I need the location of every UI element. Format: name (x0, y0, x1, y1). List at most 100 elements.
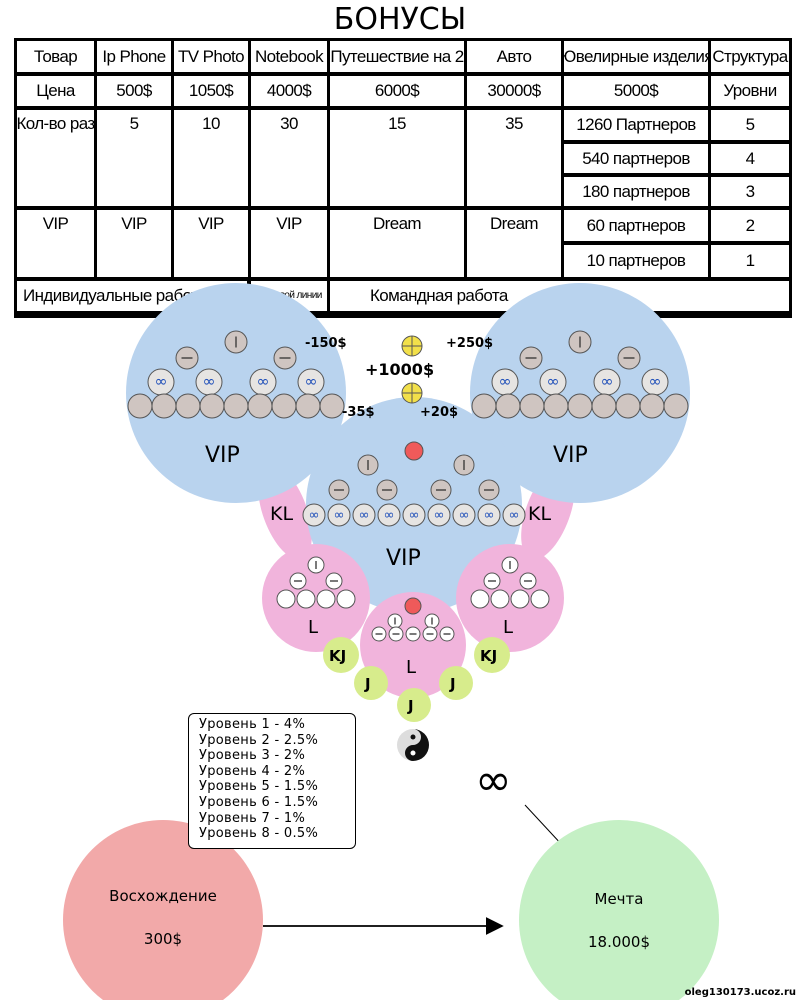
partners-cell: 180 партнеров (564, 177, 708, 206)
level-row: Уровень 1 - 4% (199, 717, 306, 732)
infinity-member-icon: ∞ (539, 368, 567, 396)
status-cell: Dream (467, 210, 561, 277)
minus-member-icon (388, 626, 404, 642)
bonus-minus150: -150$ (305, 336, 347, 351)
vip-circle-right (470, 283, 690, 503)
infinity-member-icon: ∞ (477, 503, 501, 527)
svg-text:∞: ∞ (257, 373, 270, 391)
bonus-minus35: -35$ (342, 405, 375, 420)
line-member-icon (357, 454, 379, 476)
line-member-icon (501, 556, 519, 574)
svg-text:∞: ∞ (359, 508, 370, 523)
price-cell: Цена (17, 76, 94, 106)
j-circle-right (439, 666, 473, 700)
level-cell: 4 (711, 144, 789, 173)
times-cell: 35 (467, 110, 561, 206)
member-icon (199, 393, 225, 419)
status-cell: VIP (174, 210, 248, 277)
level-cell: 5 (711, 110, 789, 140)
l-circle-right (456, 544, 564, 652)
minus-member-icon (175, 346, 199, 370)
site-watermark: oleg130173.ucoz.ru (684, 987, 796, 998)
times-cell: 5 (97, 110, 171, 206)
svg-text:∞: ∞ (203, 373, 216, 391)
member-icon (247, 393, 273, 419)
times-cell: 10 (174, 110, 248, 206)
member-icon (615, 393, 641, 419)
times-cell: 30 (251, 110, 327, 206)
minus-member-icon (439, 626, 455, 642)
infinity-member-icon: ∞ (297, 368, 325, 396)
yin-yang-icon (397, 729, 429, 761)
ascent-value: 300$ (143, 930, 183, 948)
member-icon (490, 589, 510, 609)
member-icon (404, 441, 424, 461)
minus-member-icon (328, 479, 350, 501)
bonus-plus250: +250$ (446, 336, 493, 351)
svg-text:∞: ∞ (334, 508, 345, 523)
member-icon (471, 393, 497, 419)
partners-cell: 540 партнеров (564, 144, 708, 173)
svg-text:∞: ∞ (601, 373, 614, 391)
minus-member-icon (478, 479, 500, 501)
price-cell: 1050$ (174, 76, 248, 106)
member-icon (567, 393, 593, 419)
member-icon (591, 393, 617, 419)
l-label-left: L (308, 617, 318, 638)
partners-cell: 60 партнеров (564, 210, 708, 241)
svg-text:∞: ∞ (155, 373, 168, 391)
j-label-bottom: J (407, 697, 414, 715)
price-cell: 500$ (97, 76, 171, 106)
status-cell: Dream (330, 210, 464, 277)
vip-label-right: VIP (553, 443, 588, 468)
line-member-icon (453, 454, 475, 476)
level-cell: 1 (711, 245, 789, 277)
header-cell: Ip Phone (97, 41, 171, 72)
status-cell: VIP (251, 210, 327, 277)
l-circle-left (262, 544, 370, 652)
minus-member-icon (371, 626, 387, 642)
j-label-left: J (364, 675, 371, 693)
member-icon (470, 589, 490, 609)
level-cell: 2 (711, 210, 789, 241)
header-cell: Путешествие на 2 (330, 41, 464, 72)
svg-text:∞: ∞ (509, 508, 520, 523)
member-icon (271, 393, 297, 419)
infinity-member-icon: ∞ (452, 503, 476, 527)
vip-circle-left (126, 283, 346, 503)
svg-text:∞: ∞ (305, 373, 318, 391)
kj-label-right: KJ (480, 647, 497, 665)
price-cell: 4000$ (251, 76, 327, 106)
infinity-member-icon: ∞ (427, 503, 451, 527)
minus-member-icon (519, 346, 543, 370)
member-icon (519, 393, 545, 419)
header-cell: Структура (711, 41, 789, 72)
level-row: Уровень 8 - 0.5% (199, 826, 319, 842)
member-icon (510, 589, 530, 609)
line-member-icon (387, 613, 403, 629)
svg-text:∞: ∞ (384, 508, 395, 523)
l-members (276, 556, 550, 642)
member-icon (319, 393, 345, 419)
price-cell: Уровни (711, 76, 789, 106)
infinity-member-icon: ∞ (641, 368, 669, 396)
minus-member-icon (430, 479, 452, 501)
member-icon (296, 589, 316, 609)
infinity-member-icon: ∞ (195, 368, 223, 396)
kj-circle-left (323, 637, 359, 673)
level-row: Уровень 5 - 1.5% (199, 779, 319, 795)
minus-member-icon (325, 572, 343, 590)
level-row: Уровень 2 - 2.5% (199, 732, 319, 748)
vip-label-center: VIP (386, 546, 421, 571)
level-cell: 3 (711, 177, 789, 206)
minus-member-icon (617, 346, 641, 370)
infinity-member-icon: ∞ (249, 368, 277, 396)
partners-cell: 1260 Партнеров (564, 110, 708, 140)
level-row: Уровень 6 - 1.5% (199, 794, 319, 810)
infinity-symbol: ∞ (475, 755, 512, 806)
partners-cell: 10 партнеров (564, 245, 708, 277)
minus-member-icon (405, 626, 421, 642)
vip-left-members: ∞ ∞ ∞ ∞ (127, 330, 345, 419)
price-cell: 30000$ (467, 76, 561, 106)
level-row: Уровень 4 - 2% (199, 763, 306, 779)
